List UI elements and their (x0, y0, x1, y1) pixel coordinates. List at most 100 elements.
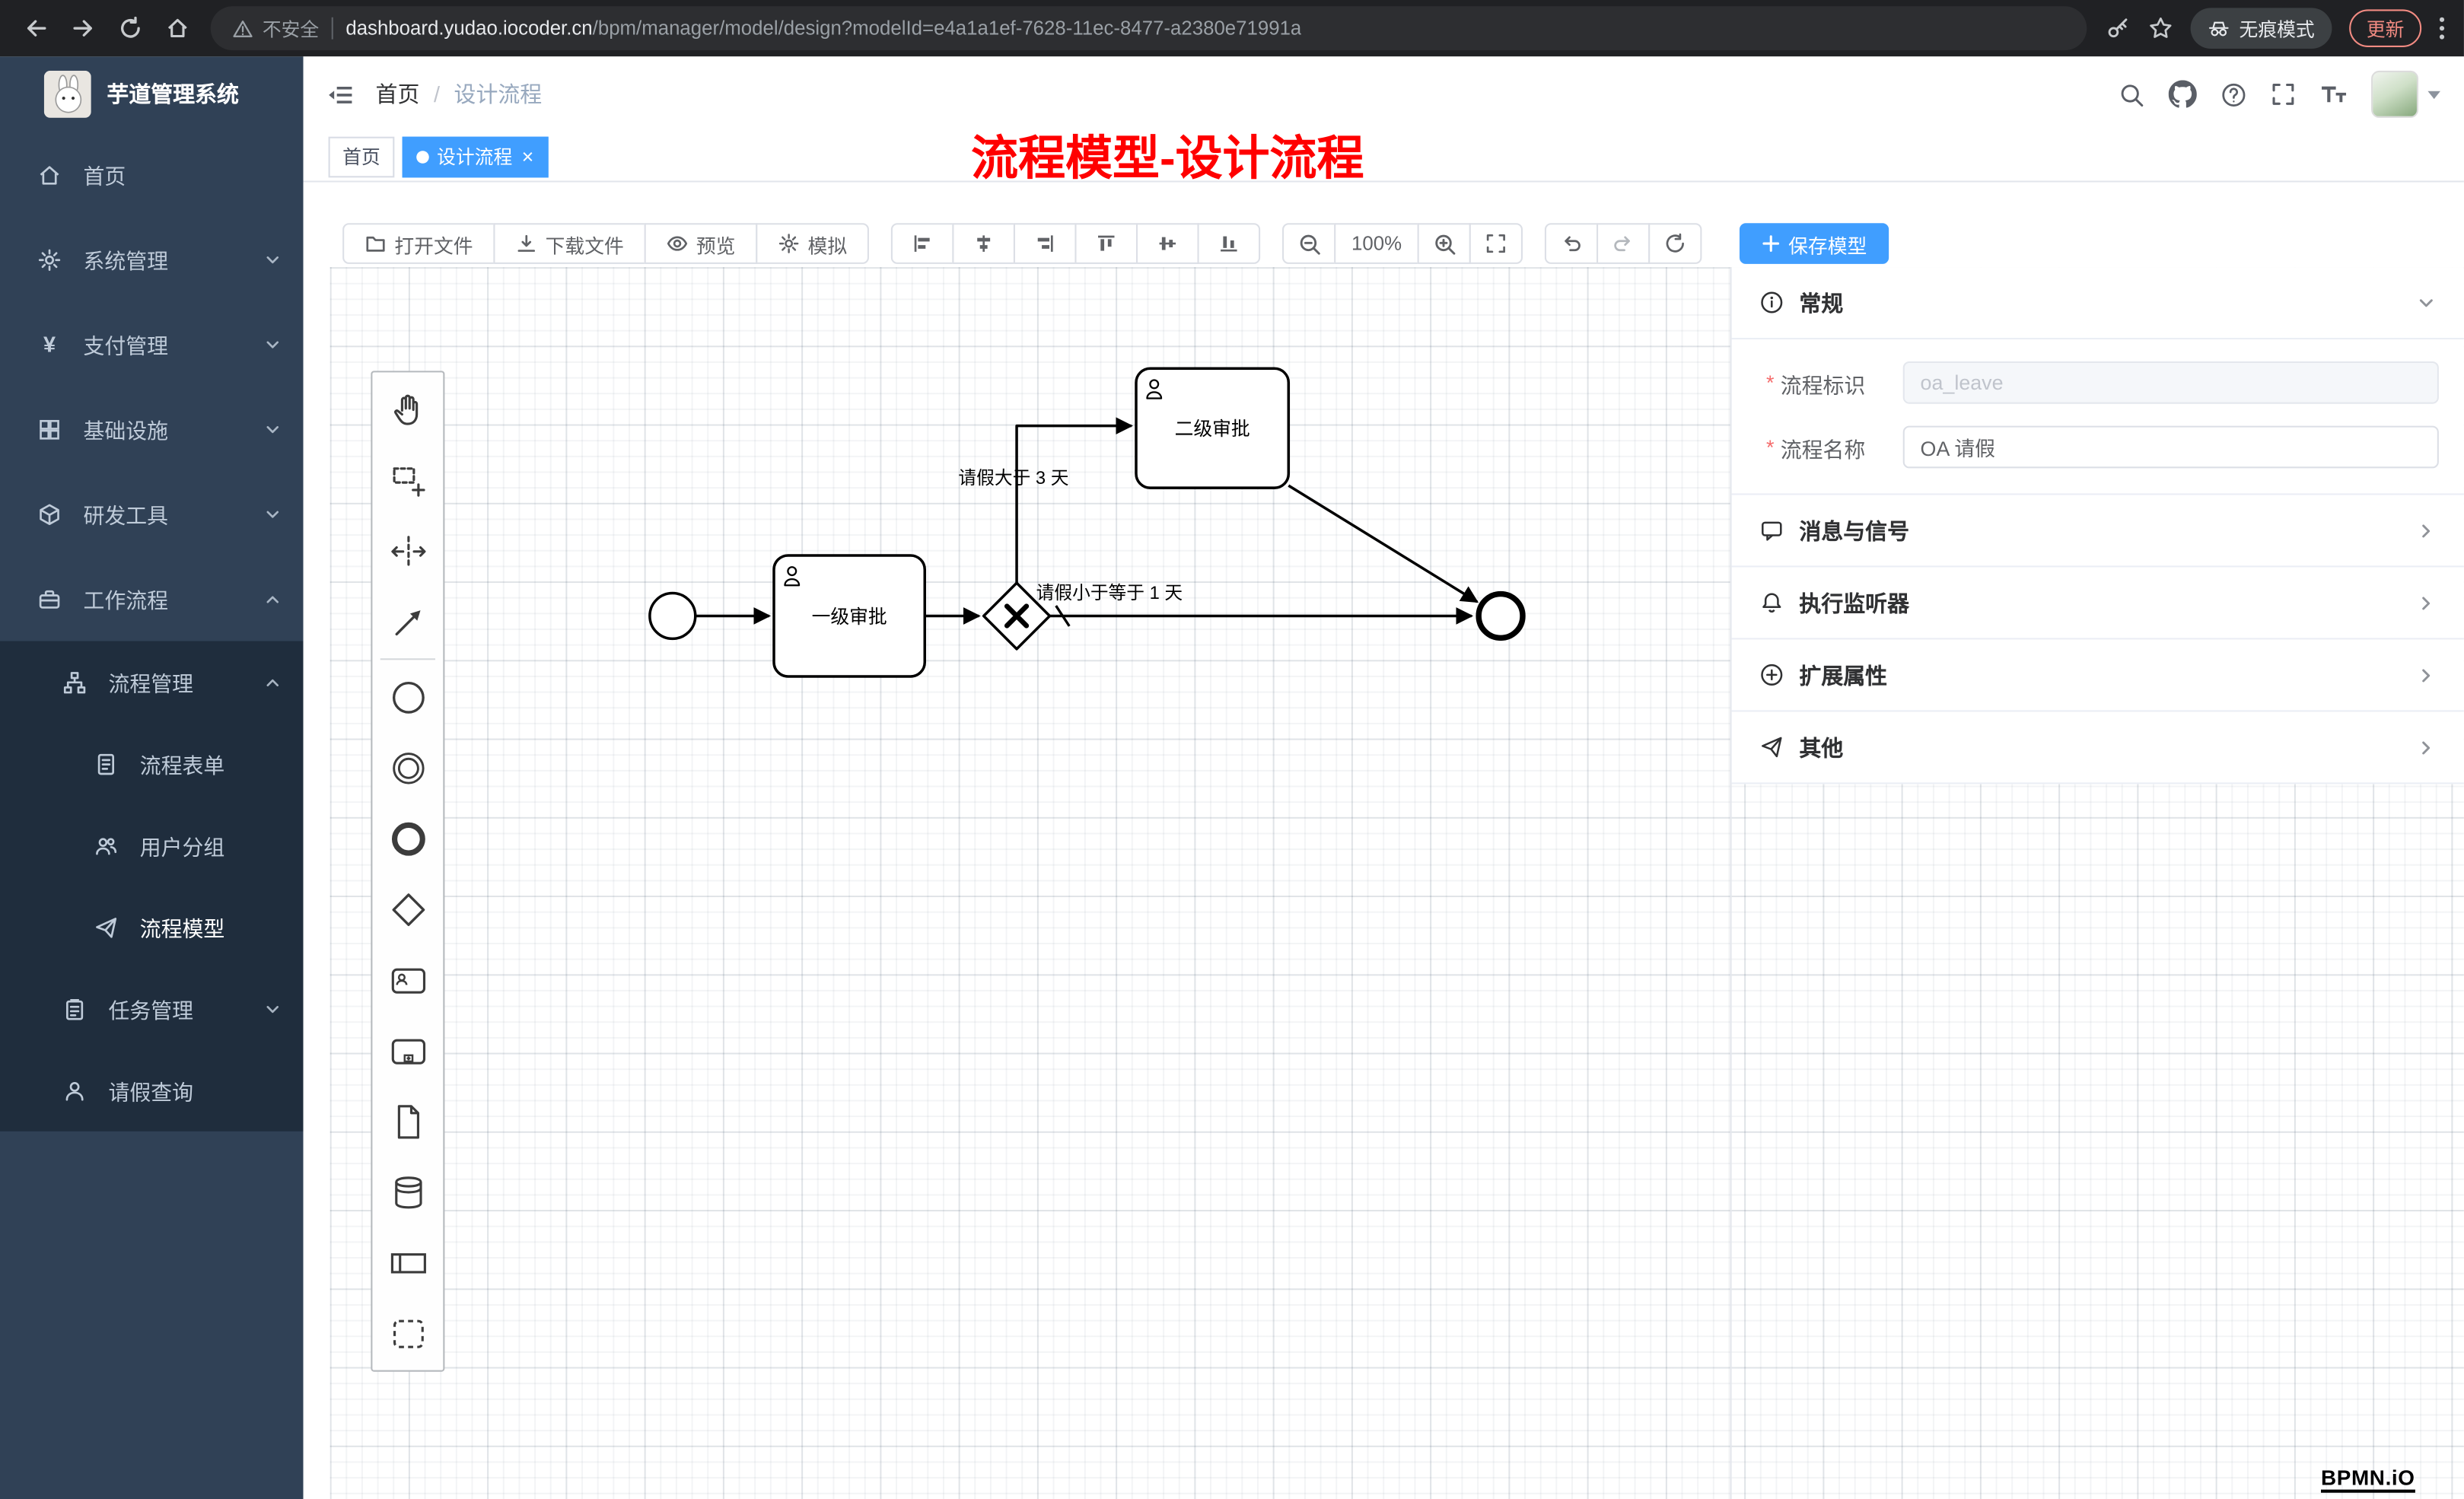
flow-label-less-equal-1-day[interactable]: 请假小于等于 1 天 (1036, 583, 1183, 603)
chevron-right-icon (2417, 738, 2436, 757)
sidebar-item-dev-tools[interactable]: 研发工具 (0, 472, 304, 557)
fullscreen-button[interactable] (2271, 81, 2296, 107)
download-file-button[interactable]: 下载文件 (493, 223, 646, 264)
align-horizontal-center-button[interactable] (952, 223, 1016, 264)
github-button[interactable] (2168, 80, 2197, 108)
open-file-button[interactable]: 打开文件 (342, 223, 495, 264)
info-icon (1761, 291, 1783, 313)
bpmn-exclusive-gateway[interactable] (982, 581, 1052, 651)
tab-close-icon[interactable]: × (521, 144, 534, 168)
browser-actions: 无痕模式 更新 (2106, 8, 2445, 49)
align-vertical-center-button[interactable] (1136, 223, 1199, 264)
browser-menu-button[interactable] (2439, 16, 2445, 41)
palette-group[interactable] (372, 1298, 443, 1369)
palette-hand-tool[interactable] (372, 374, 443, 444)
sidebar-item-workflow[interactable]: 工作流程 (0, 556, 304, 641)
sidebar-toggle-button[interactable] (327, 81, 354, 107)
preview-button[interactable]: 预览 (644, 223, 758, 264)
undo-button[interactable] (1545, 223, 1599, 264)
password-key-button[interactable] (2106, 16, 2131, 41)
sidebar-item-payment-management[interactable]: ¥ 支付管理 (0, 301, 304, 387)
app-header: 首页 / 设计流程 (303, 56, 2464, 132)
save-model-button[interactable]: 保存模型 (1740, 223, 1889, 264)
palette-intermediate-event[interactable] (372, 732, 443, 803)
bpmn-task-first-approval[interactable]: 一级审批 (772, 554, 927, 678)
zoom-in-icon (1434, 234, 1455, 254)
process-key-input[interactable] (1902, 361, 2439, 404)
restart-button[interactable] (1648, 223, 1702, 264)
palette-lasso-tool[interactable] (372, 444, 443, 515)
app-logo-row[interactable]: 芋道管理系统 (0, 56, 304, 132)
zoom-in-button[interactable] (1417, 223, 1471, 264)
sidebar-item-process-management[interactable]: 流程管理 (0, 641, 304, 723)
bpmn-flow-gateway-task2[interactable] (1015, 417, 1134, 584)
palette-end-event[interactable] (372, 803, 443, 874)
palette-user-task[interactable] (372, 944, 443, 1015)
sidebar-item-infrastructure[interactable]: 基础设施 (0, 387, 304, 472)
paper-plane-icon (93, 915, 119, 939)
align-top-button[interactable] (1074, 223, 1138, 264)
palette-data-store[interactable] (372, 1157, 443, 1227)
palette-start-event[interactable] (372, 661, 443, 732)
flow-label-greater-3-days[interactable]: 请假大于 3 天 (958, 468, 1068, 489)
browser-home-button[interactable] (154, 5, 201, 52)
incognito-badge: 无痕模式 (2190, 8, 2332, 49)
sidebar-item-system-management[interactable]: 系统管理 (0, 217, 304, 302)
process-key-label: 流程标识 (1780, 373, 1866, 397)
sidebar-item-user-group[interactable]: 用户分组 (0, 804, 304, 886)
search-button[interactable] (2119, 81, 2145, 107)
palette-space-tool[interactable] (372, 515, 443, 586)
eye-icon (667, 236, 688, 251)
default-flow-marker (1055, 605, 1071, 627)
palette-participant[interactable] (372, 1227, 443, 1298)
simulate-button[interactable]: 模拟 (756, 223, 870, 264)
redo-button[interactable] (1597, 223, 1651, 264)
align-vertical-center-icon (1159, 237, 1176, 250)
zoom-out-button[interactable] (1282, 223, 1336, 264)
tab-design-process[interactable]: 设计流程 × (402, 135, 548, 177)
bpmnio-logo[interactable]: BPMN.iO (2321, 1466, 2415, 1493)
address-bar[interactable]: 不安全 dashboard.yudao.iocoder.cn/bpm/manag… (210, 6, 2087, 51)
bpmn-end-event[interactable] (1476, 590, 1526, 641)
chevron-down-icon (264, 250, 282, 268)
process-name-input[interactable] (1902, 425, 2439, 469)
section-other[interactable]: 其他 (1731, 710, 2464, 782)
browser-back-button[interactable] (13, 5, 60, 52)
zoom-level-button[interactable]: 100% (1334, 223, 1419, 264)
zoom-reset-button[interactable] (1469, 223, 1523, 264)
workflow-submenu: 流程管理 流程表单 用户分组 流程模型 任务管理 (0, 641, 304, 1131)
reload-icon (121, 16, 140, 38)
sidebar-item-home[interactable]: 首页 (0, 132, 304, 217)
sidebar-item-process-model[interactable]: 流程模型 (0, 886, 304, 968)
sidebar-item-process-form[interactable]: 流程表单 (0, 723, 304, 804)
align-right-button[interactable] (1014, 223, 1077, 264)
align-bottom-button[interactable] (1197, 223, 1261, 264)
section-message-signal[interactable]: 消息与信号 (1731, 493, 2464, 565)
bpmn-start-event[interactable] (648, 591, 697, 641)
browser-reload-button[interactable] (107, 5, 154, 52)
sidebar-item-task-management[interactable]: 任务管理 (0, 968, 304, 1049)
palette-subprocess[interactable] (372, 1015, 443, 1086)
align-left-button[interactable] (890, 223, 954, 264)
bpmn-flow-task2-end[interactable] (1288, 484, 1479, 603)
chrome-update-button[interactable]: 更新 (2349, 9, 2422, 47)
breadcrumb-home-link[interactable]: 首页 (375, 81, 420, 107)
section-general-header[interactable]: 常规 (1731, 267, 2464, 340)
font-size-button[interactable] (2319, 81, 2348, 107)
bpmn-task-second-approval[interactable]: 二级审批 (1135, 367, 1291, 489)
palette-data-object[interactable] (372, 1086, 443, 1157)
user-task-icon (784, 566, 801, 587)
bookmark-star-button[interactable] (2148, 16, 2173, 41)
sidebar-item-leave-query[interactable]: 请假查询 (0, 1049, 304, 1131)
palette-global-connect-tool[interactable] (372, 586, 443, 657)
user-menu[interactable] (2371, 70, 2440, 118)
section-extended-properties[interactable]: 扩展属性 (1731, 638, 2464, 710)
align-bottom-icon (1221, 236, 1237, 252)
chevron-right-icon (2417, 666, 2436, 685)
history-button-group (1545, 223, 1702, 264)
browser-forward-button[interactable] (59, 5, 107, 52)
section-execution-listener[interactable]: 执行监听器 (1731, 565, 2464, 638)
tab-home[interactable]: 首页 (328, 135, 395, 177)
palette-gateway[interactable] (372, 874, 443, 944)
help-button[interactable] (2220, 81, 2247, 107)
